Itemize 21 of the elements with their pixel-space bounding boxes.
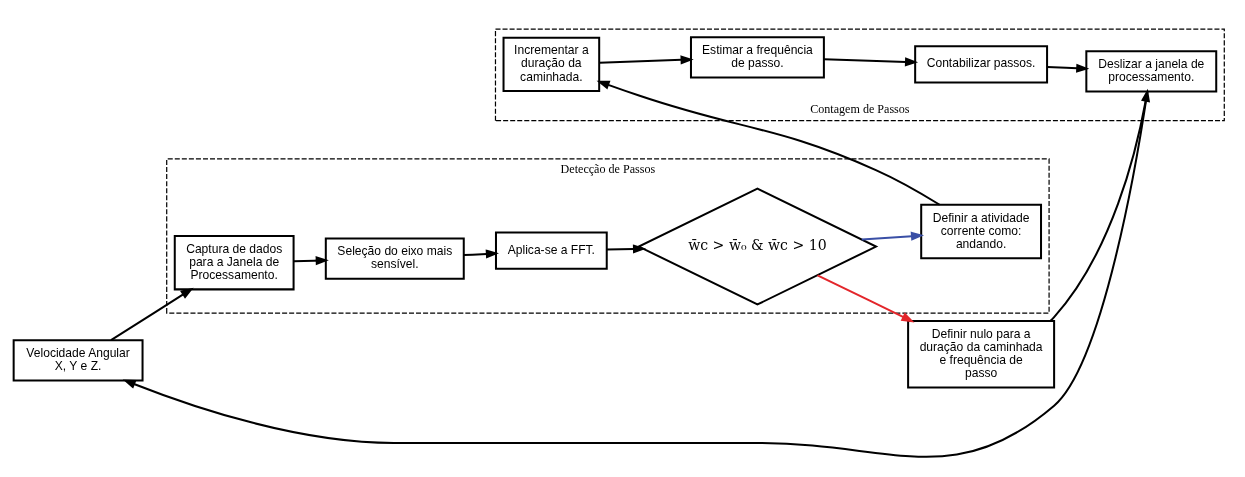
node-box: Incrementar a duração da caminhada. (502, 36, 600, 92)
arrow (110, 287, 194, 341)
node-box: Velocidade Angular X, Y e Z. (12, 338, 144, 381)
node-box: Definir a atividade corrente como: andando. (919, 203, 1042, 259)
node-box: Estimar a frequência de passo. (689, 35, 825, 78)
arrow (861, 231, 924, 241)
arrow (596, 80, 940, 206)
arrow (293, 255, 329, 265)
arrow (606, 243, 646, 254)
node-box: Definir nulo para a duração da caminhada e frequência de passo (906, 319, 1055, 389)
node-box: Contabilizar passos. (913, 44, 1048, 83)
node-box: Aplica-se a FFT. (494, 231, 608, 270)
arrow (823, 56, 918, 67)
arrow (1046, 63, 1089, 73)
node-box: Deslizar a janela de processamento. (1084, 49, 1217, 92)
node-diamond: w̄c > w̄₀ & w̄c > 10 (636, 187, 878, 306)
node-box: Seleção do eixo mais sensível. (324, 237, 465, 280)
node-box: Captura de dados para a Janela de Processamento. (173, 234, 295, 290)
arrow (816, 273, 914, 322)
arrow (463, 248, 499, 259)
arrow (598, 54, 694, 64)
